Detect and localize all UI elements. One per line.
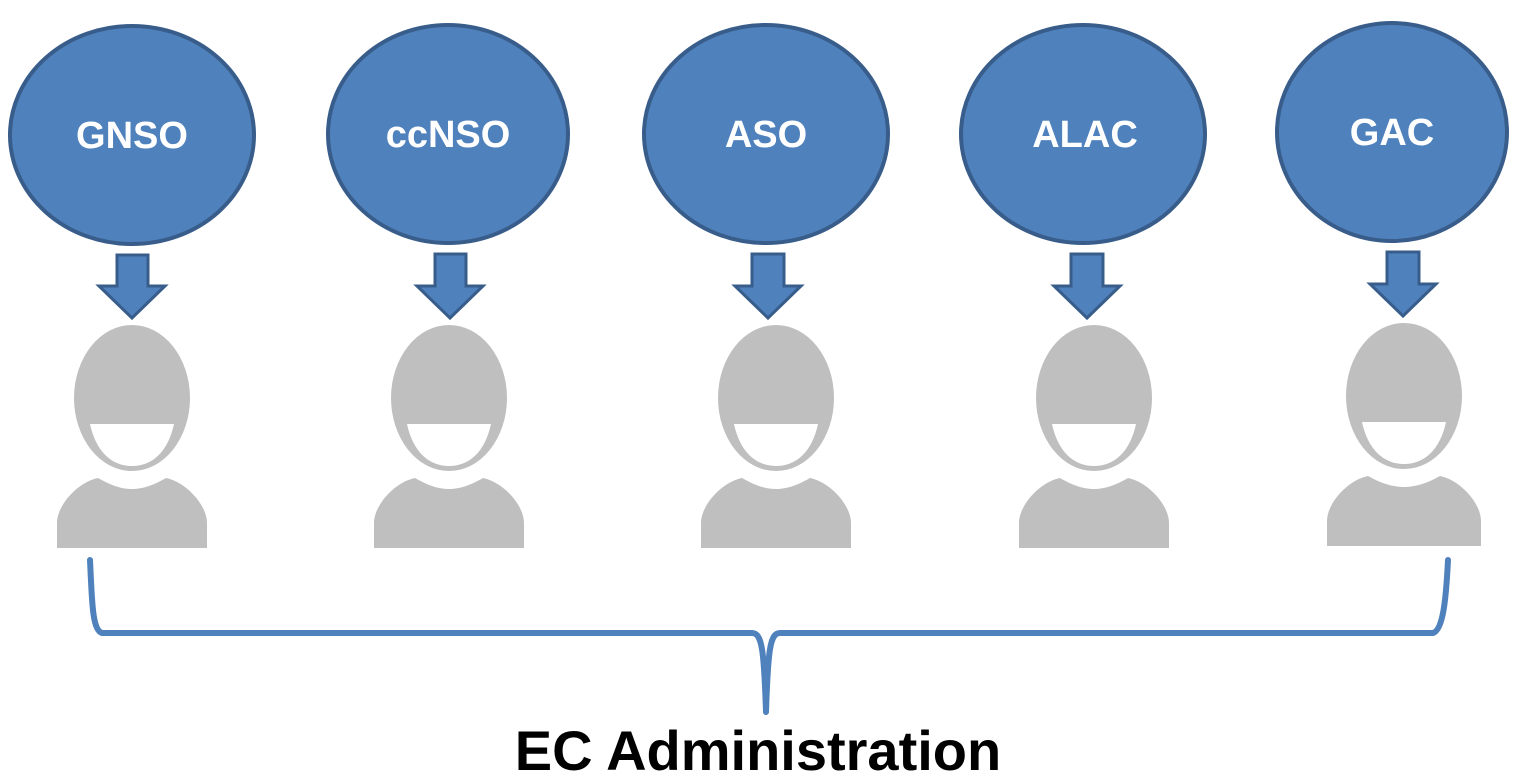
person-icon	[701, 325, 851, 548]
org-label-gac: GAC	[1350, 112, 1434, 154]
down-arrow-icon	[95, 253, 169, 321]
org-column-alac: ALAC	[959, 23, 1207, 548]
person-icon	[1019, 325, 1169, 548]
org-column-gac: GAC	[1275, 21, 1509, 546]
org-column-aso: ASO	[642, 23, 890, 548]
org-circle-gac	[1275, 21, 1509, 243]
down-arrow-icon	[1366, 250, 1440, 319]
org-circle-aso	[642, 23, 890, 245]
org-circle-ccnso	[326, 23, 570, 245]
person-icon	[374, 325, 524, 548]
org-circle-alac	[959, 23, 1207, 245]
down-arrow-icon	[413, 252, 487, 321]
person-icon	[1327, 323, 1481, 546]
ec-administration-caption: EC Administration	[515, 719, 1001, 782]
org-label-alac: ALAC	[1032, 114, 1138, 156]
org-circle-gnso	[8, 24, 256, 246]
person-icon	[57, 325, 207, 548]
org-label-gnso: GNSO	[76, 115, 188, 157]
org-column-gnso: GNSO	[8, 24, 256, 548]
down-arrow-icon	[731, 252, 805, 321]
org-label-ccnso: ccNSO	[386, 114, 511, 156]
org-column-ccnso: ccNSO	[326, 23, 570, 548]
down-arrow-icon	[1050, 252, 1124, 321]
org-label-aso: ASO	[725, 114, 807, 156]
grouping-bracket	[87, 557, 1451, 715]
